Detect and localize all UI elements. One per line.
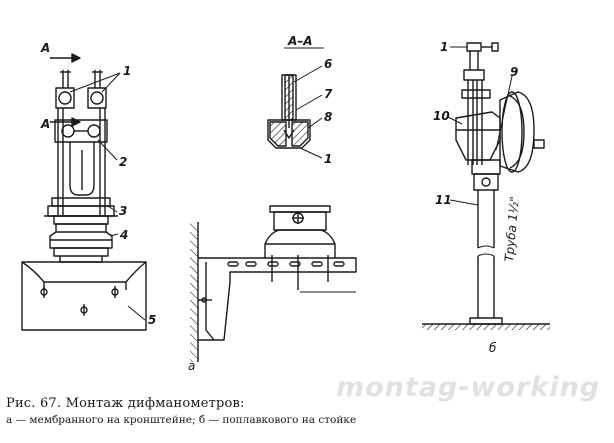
label-9: 9 xyxy=(510,65,518,79)
label-11: 11 xyxy=(435,193,452,207)
left-leaders xyxy=(69,72,146,321)
label-panel-b: б xyxy=(489,341,497,355)
stand-view xyxy=(422,42,550,330)
label-6: 6 xyxy=(324,57,332,71)
section-leaders xyxy=(293,65,323,159)
label-8: 8 xyxy=(324,110,332,124)
label-3: 3 xyxy=(119,204,127,218)
label-1-section: 1 xyxy=(324,152,332,166)
label-10: 10 xyxy=(433,109,450,123)
label-section-a-bottom: А xyxy=(40,117,50,131)
figure-caption-title: Рис. 67. Монтаж дифманометров: xyxy=(6,396,245,411)
stand-leaders xyxy=(447,46,513,206)
section-a-a xyxy=(267,47,324,149)
left-front-view xyxy=(21,53,147,331)
label-section-a-top: А xyxy=(40,41,50,55)
figure-caption-subtitle: а — мембранного на кронштейне; б — попла… xyxy=(6,414,357,426)
label-section-title: А–А xyxy=(287,34,313,48)
label-5: 5 xyxy=(148,313,156,327)
label-4: 4 xyxy=(119,228,128,242)
label-panel-a: а xyxy=(188,359,195,373)
watermark-logo: montag-working xyxy=(336,372,601,403)
label-1-right: 1 xyxy=(440,40,448,54)
label-1-left: 1 xyxy=(123,64,131,78)
label-2: 2 xyxy=(119,155,127,169)
label-7: 7 xyxy=(324,87,333,101)
bracket-view xyxy=(190,205,357,362)
label-pipe: Труба 1½" xyxy=(502,196,522,262)
